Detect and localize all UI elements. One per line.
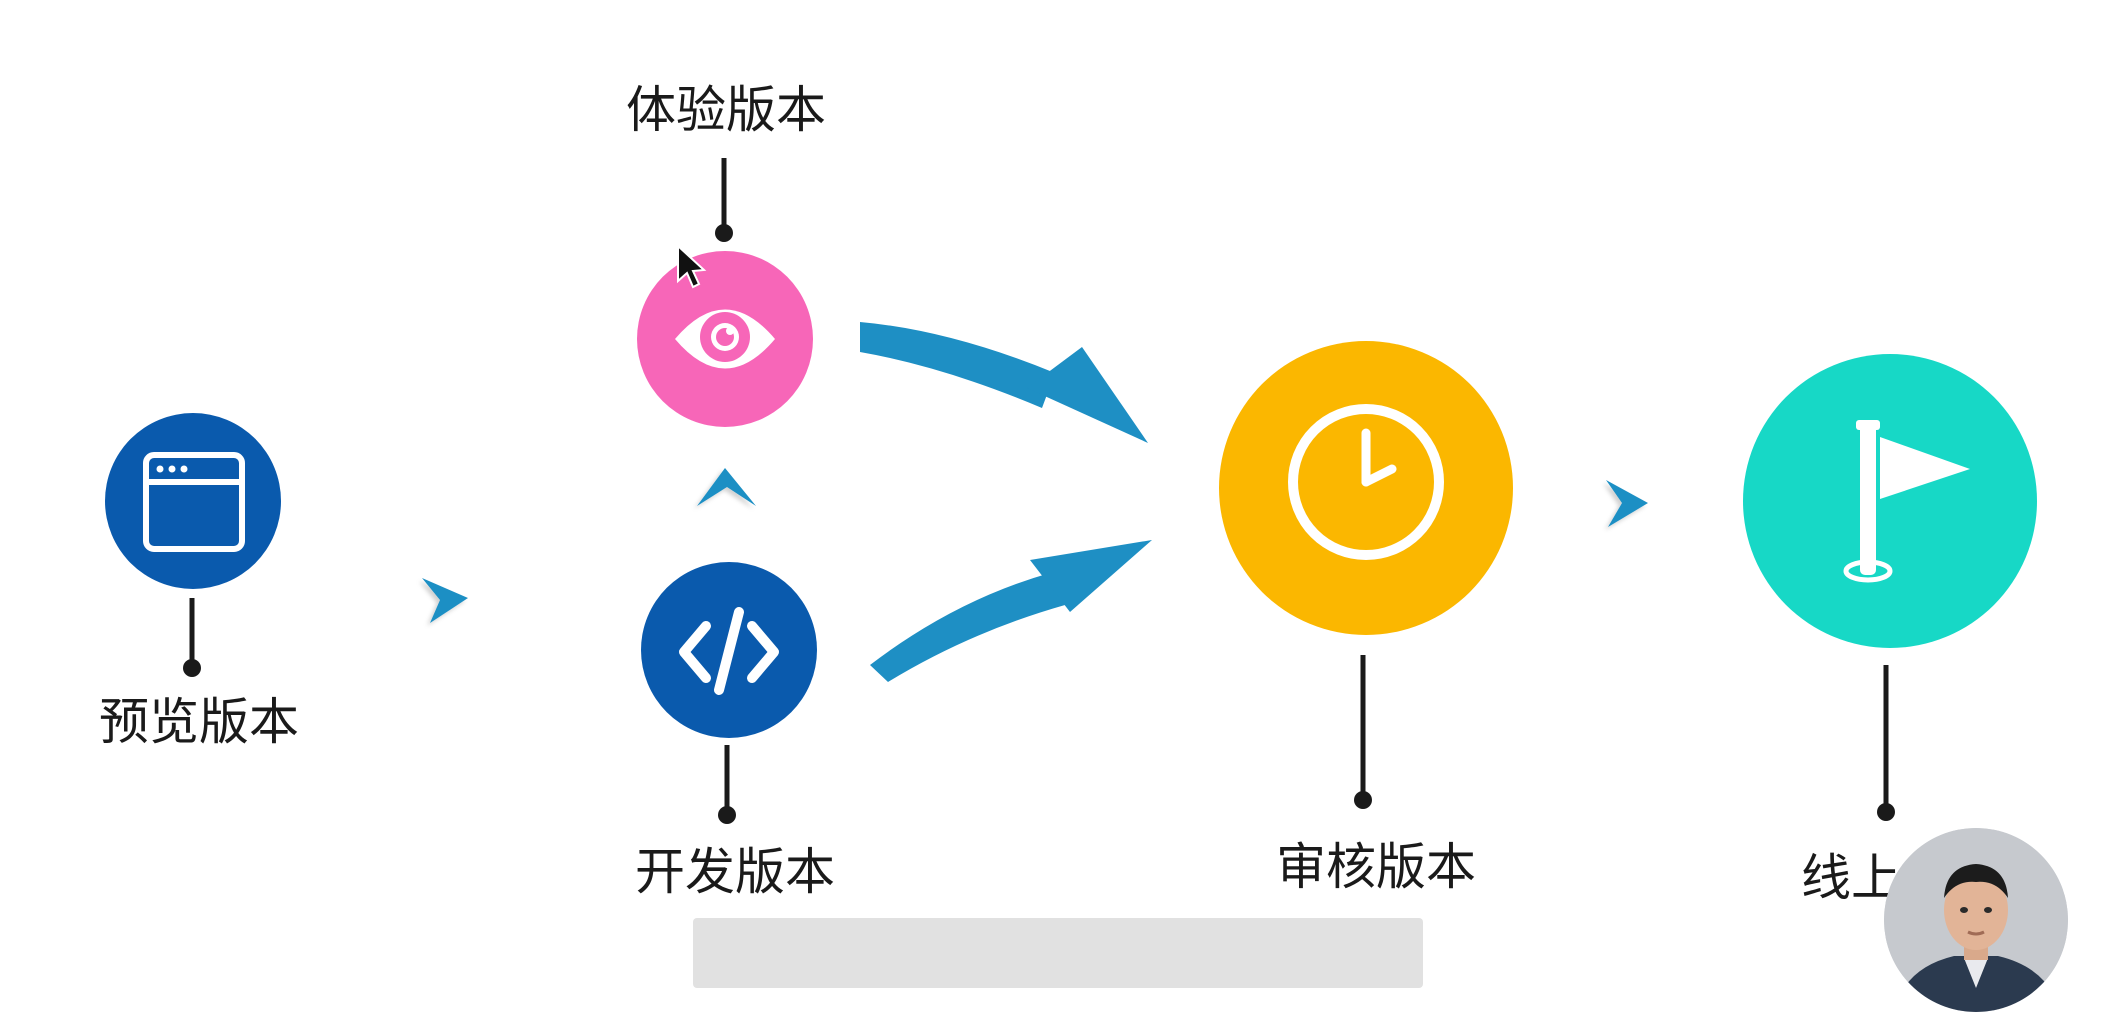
node-online (1743, 354, 2037, 648)
connector-trial (715, 158, 733, 242)
connector-develop (718, 745, 736, 824)
label-online: 线上 (1801, 849, 1901, 907)
browser-window-icon (143, 452, 245, 552)
mouse-cursor-icon (677, 243, 707, 289)
flag-icon (1843, 420, 1970, 583)
eye-icon (675, 309, 775, 369)
code-icon (679, 607, 779, 695)
connector-online (1877, 665, 1895, 821)
chevron-right-icon (422, 578, 468, 623)
connector-review (1354, 655, 1372, 809)
subtitle-bar (693, 918, 1423, 988)
node-trial (637, 251, 813, 427)
connector-preview (183, 598, 201, 677)
label-review: 审核版本 (1276, 838, 1476, 896)
label-trial: 体验版本 (626, 81, 826, 139)
chevron-right-icon-2 (1606, 480, 1648, 527)
node-develop (641, 562, 817, 738)
label-develop: 开发版本 (635, 843, 835, 901)
label-preview: 预览版本 (99, 693, 299, 751)
node-review (1219, 341, 1513, 635)
chevron-up-icon (697, 468, 756, 506)
arrow-develop-to-review (870, 540, 1152, 682)
clock-icon (1288, 404, 1444, 560)
node-preview (105, 413, 281, 589)
presenter-avatar (1884, 828, 2068, 1012)
arrow-trial-to-review (860, 322, 1148, 443)
